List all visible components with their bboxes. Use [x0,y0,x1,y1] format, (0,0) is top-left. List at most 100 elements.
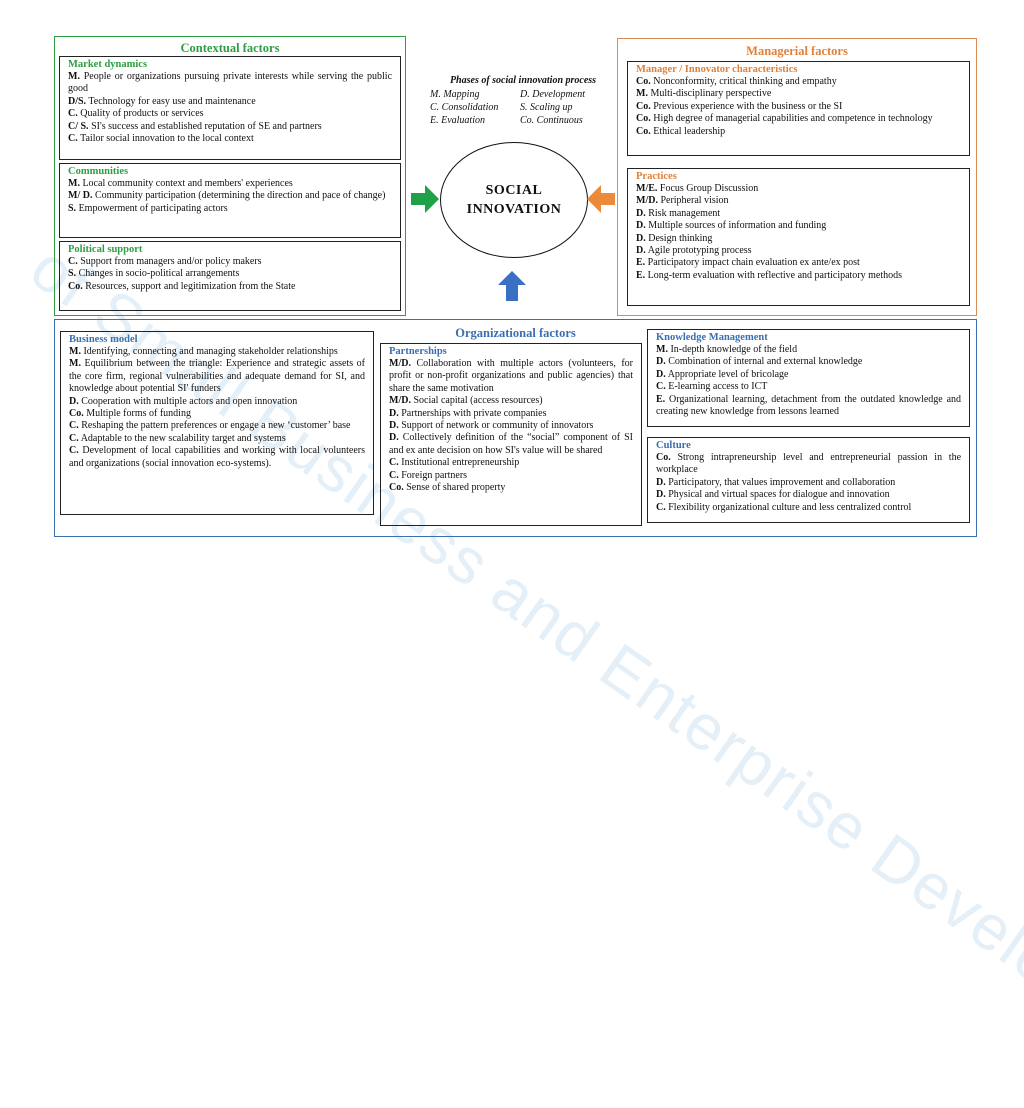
factor-item: C. Reshaping the pattern preferences or … [69,420,365,432]
factor-code: M/E. [636,183,658,194]
factor-item: Co. Sense of shared property [389,482,633,494]
factor-item: M/D. Collaboration with multiple actors … [389,358,633,395]
factor-code: D. [656,368,666,380]
factor-code: Co. [636,76,651,87]
factor-code: Co. [636,125,651,137]
factor-item: Co. Resources, support and legitimizatio… [68,281,392,293]
communities-title: Communities [68,166,129,177]
factor-text: Local community context and members' exp… [82,178,293,189]
factor-code: E. [636,269,646,281]
factor-text: Risk management [648,207,721,219]
factor-item: M. Equilibrium between the triangle: Exp… [69,358,365,395]
factor-code: M/D. [389,358,411,369]
organizational-factors-frame: Organizational factors [54,319,977,537]
factor-item: C. Tailor social innovation to the local… [68,133,392,145]
factor-code: C. [656,381,666,393]
factor-item: M. People or organizations pursuing priv… [68,71,392,96]
partnerships-box: Partnerships M/D. Collaboration with mul… [380,343,642,526]
arrow-left-icon [587,185,615,213]
factor-code: D. [636,232,646,244]
factor-item: C. Support from managers and/or policy m… [68,256,392,268]
factor-item: D. Support of network or community of in… [389,420,633,432]
factor-code: M. [69,346,81,357]
factor-item: D. Participatory, that values improvemen… [656,477,961,489]
factor-item: Co. Multiple forms of funding [69,408,365,420]
factor-code: C. [69,420,79,432]
factor-code: Co. [69,408,84,420]
factor-text: Ethical leadership [653,125,726,137]
factor-item: M/D. Social capital (access resources) [389,395,633,407]
factor-code: D. [69,395,79,407]
political-support-box: Political support C. Support from manage… [59,241,401,311]
factor-code: D. [636,207,646,219]
factor-item: C. Foreign partners [389,470,633,482]
factor-item: D. Combination of internal and external … [656,356,961,368]
factor-text: Previous experience with the business or… [653,100,843,112]
organizational-factors-title: Organizational factors [455,326,576,340]
factor-text: Adaptable to the new scalability target … [80,432,286,444]
market-dynamics-title: Market dynamics [68,59,148,70]
factor-item: Co. High degree of managerial capabiliti… [636,113,961,125]
factor-text: Nonconformity, critical thinking and emp… [653,76,837,87]
culture-title: Culture [656,440,691,451]
factor-item: D. Collectively definition of the “socia… [389,432,633,457]
factor-text: Tailor social innovation to the local co… [80,133,254,145]
factor-code: C. [656,501,666,513]
factor-item: C. Development of local capabilities and… [69,445,365,470]
manager-characteristics-list: Co. Nonconformity, critical thinking and… [636,76,961,138]
factor-text: Appropriate level of bricolage [667,368,789,380]
political-support-title: Political support [68,244,143,255]
factor-code: E. [636,257,646,269]
factor-code: Co. [636,113,651,125]
business-model-box: Business model M. Identifying, connectin… [60,331,374,515]
factor-text: Cooperation with multiple actors and ope… [81,395,298,407]
factor-code: M. [656,344,668,355]
factor-text: People or organizations pursuing private… [68,71,393,95]
factor-code: M. [636,88,648,100]
knowledge-management-title: Knowledge Management [656,332,768,343]
factor-item: C. E-learning access to ICT [656,381,961,393]
factor-text: Combination of internal and external kno… [668,356,863,368]
phase-evaluation: E. Evaluation [430,115,485,126]
factor-item: D. Cooperation with multiple actors and … [69,396,365,408]
contextual-factors-title: Contextual factors [180,41,280,55]
factor-text: Physical and virtual spaces for dialogue… [668,489,890,501]
factor-text: In-depth knowledge of the field [670,344,798,355]
factor-code: C. [389,457,399,469]
factor-item: M/D. Peripheral vision [636,195,961,207]
factor-text: E-learning access to ICT [668,381,768,393]
market-dynamics-list: M. People or organizations pursuing priv… [68,71,392,145]
factor-item: C/ S. SI's success and established reput… [68,121,392,133]
factor-text: Participatory impact chain evaluation ex… [647,257,860,269]
factor-code: Co. [68,280,83,292]
factor-code: D. [636,220,646,232]
factor-code: M/D. [636,195,658,207]
practices-title: Practices [636,171,677,182]
factor-code: E. [656,393,666,405]
factor-item: M. Local community context and members' … [68,178,392,190]
factor-text: Social capital (access resources) [413,395,543,407]
factor-code: D. [656,356,666,368]
factor-code: C. [68,133,78,145]
factor-code: C. [69,445,79,457]
arrow-right-icon [411,185,439,213]
factor-item: M/ D. Community participation (determini… [68,190,392,202]
phase-development: D. Development [520,89,585,100]
factor-text: Quality of products or services [80,108,204,120]
factor-text: Support of network or community of innov… [401,420,594,432]
factor-text: Foreign partners [401,469,468,481]
factor-text: Long-term evaluation with reflective and… [647,269,903,281]
factor-text: Multi-disciplinary perspective [650,88,772,100]
factor-text: Reshaping the pattern preferences or eng… [81,420,351,432]
contextual-factors-frame: Contextual factors [54,36,406,316]
factor-code: D. [656,476,666,488]
factor-text: Flexibility organizational culture and l… [668,501,912,513]
factor-text: Development of local capabilities and wo… [69,445,365,469]
factor-text: Technology for easy use and maintenance [88,95,256,107]
factor-code: C. [68,256,78,267]
factor-code: D. [636,245,646,257]
factor-item: D. Agile prototyping process [636,245,961,257]
